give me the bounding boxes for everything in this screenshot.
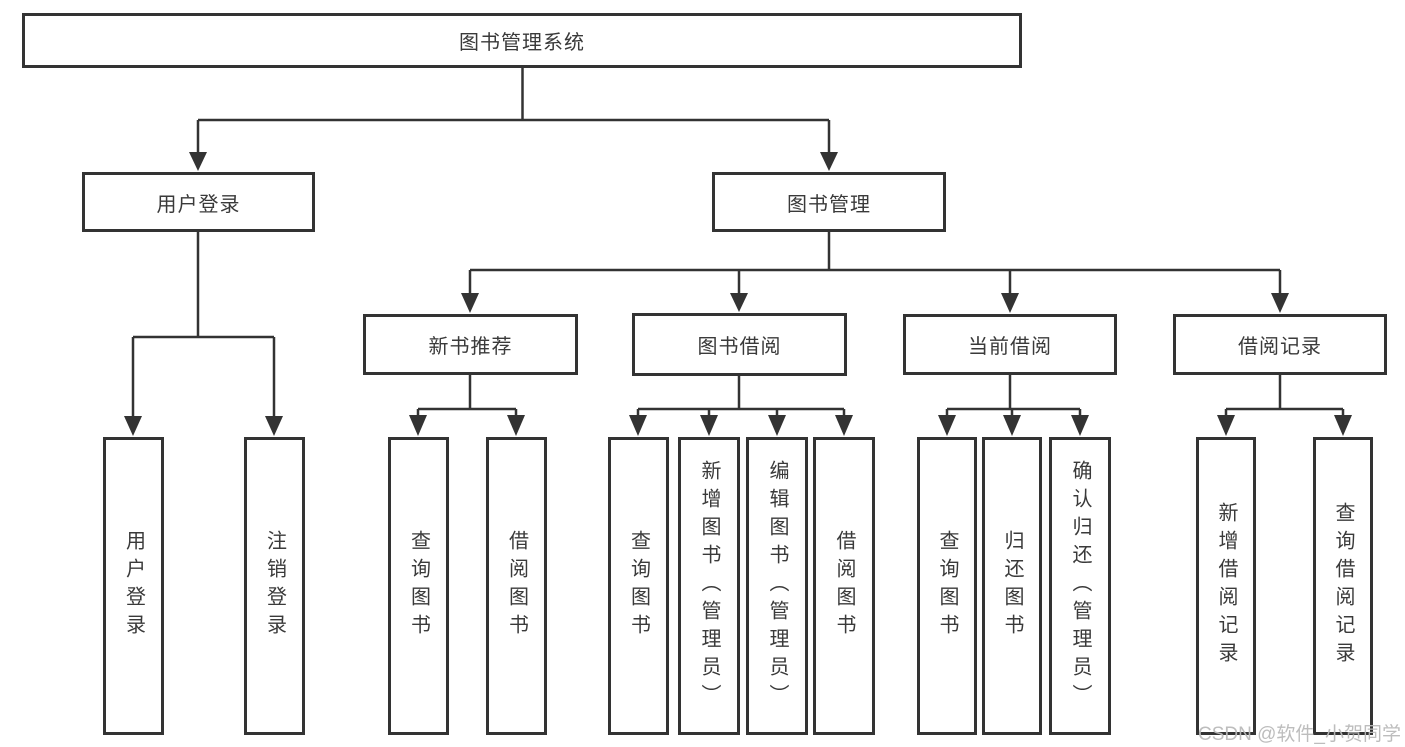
node-leaf-logout: 注销登录 [244, 437, 305, 735]
node-leaf-add-borrow-record: 新增借阅记录 [1196, 437, 1256, 735]
node-book-management: 图书管理 [712, 172, 946, 232]
node-label: 借阅记录 [1238, 336, 1322, 358]
node-label: 当前借阅 [968, 336, 1052, 358]
node-leaf-borrow-book-2: 借阅图书 [813, 437, 875, 735]
node-leaf-query-borrow-record: 查询借阅记录 [1313, 437, 1373, 735]
node-book-borrow: 图书借阅 [632, 313, 847, 376]
node-label: 用户登录 [122, 530, 145, 642]
node-label: 新增图书（管理员） [698, 460, 720, 712]
node-label: 查询图书 [407, 530, 430, 642]
node-label: 查询图书 [627, 530, 650, 642]
node-label: 借阅图书 [833, 530, 855, 642]
node-leaf-query-book-2: 查询图书 [608, 437, 669, 735]
node-leaf-query-book-1: 查询图书 [388, 437, 449, 735]
node-leaf-edit-book-admin: 编辑图书（管理员） [746, 437, 808, 735]
node-leaf-borrow-book-1: 借阅图书 [486, 437, 547, 735]
node-label: 注销登录 [263, 530, 286, 642]
node-label: 借阅图书 [505, 530, 528, 642]
node-label: 确认归还（管理员） [1069, 460, 1091, 712]
node-leaf-add-book-admin: 新增图书（管理员） [678, 437, 740, 735]
node-label: 新书推荐 [428, 336, 513, 358]
node-leaf-return-book: 归还图书 [982, 437, 1042, 735]
node-label: 新增借阅记录 [1215, 502, 1237, 670]
node-label: 图书借阅 [697, 336, 782, 358]
node-new-book-recommend: 新书推荐 [363, 314, 578, 375]
node-label: 用户登录 [156, 193, 241, 216]
node-label: 图书管理系统 [459, 32, 585, 54]
node-label: 图书管理 [787, 193, 871, 216]
node-label: 查询图书 [936, 530, 958, 642]
node-leaf-user-login: 用户登录 [103, 437, 164, 735]
node-current-borrow: 当前借阅 [903, 314, 1117, 375]
node-library-management-system: 图书管理系统 [22, 13, 1022, 68]
node-user-login: 用户登录 [82, 172, 315, 232]
node-leaf-confirm-return-admin: 确认归还（管理员） [1049, 437, 1111, 735]
csdn-watermark: CSDN @软件_小贺同学 [1198, 724, 1401, 745]
node-label: 查询借阅记录 [1332, 502, 1354, 670]
node-borrow-records: 借阅记录 [1173, 314, 1387, 375]
node-leaf-query-book-3: 查询图书 [917, 437, 977, 735]
node-label: 编辑图书（管理员） [766, 460, 788, 712]
node-label: 归还图书 [1001, 530, 1023, 642]
